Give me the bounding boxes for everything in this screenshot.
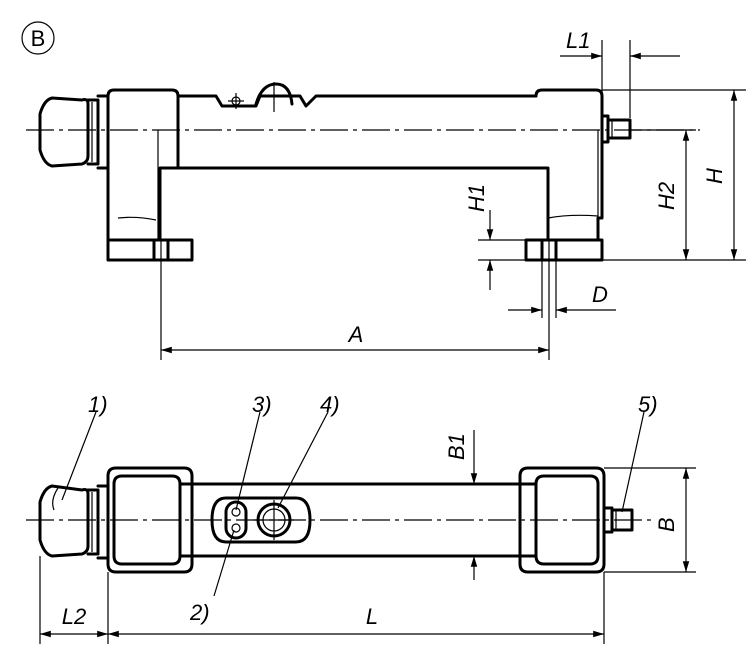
callout-1: 1) xyxy=(88,392,108,417)
rod-side xyxy=(176,82,538,170)
callout-2: 2) xyxy=(189,600,210,625)
dim-H: H xyxy=(702,168,727,184)
right-foot-section xyxy=(524,238,604,262)
dim-L2: L2 xyxy=(62,604,86,629)
callout-3: 3) xyxy=(252,392,272,417)
knob-plan xyxy=(38,484,110,560)
knob-side xyxy=(38,94,110,170)
dim-H1: H1 xyxy=(464,184,489,212)
callout-5: 5) xyxy=(638,392,658,417)
right-bracket-side xyxy=(534,88,604,242)
dim-A: A xyxy=(347,322,364,347)
left-bracket-side xyxy=(106,88,180,242)
left-foot-section xyxy=(106,238,194,262)
dim-L1: L1 xyxy=(566,28,590,53)
callouts: 1) 3) 4) 2) 5) xyxy=(61,392,658,625)
dim-L: L xyxy=(366,604,378,629)
dim-B: B xyxy=(654,517,679,532)
view-marker: B xyxy=(21,21,55,55)
dim-D: D xyxy=(592,282,608,307)
dim-B1: B1 xyxy=(444,433,469,460)
callout-4: 4) xyxy=(320,392,340,417)
side-dimensions: L1 H H2 H1 D A xyxy=(161,28,746,354)
plan-view xyxy=(26,466,652,574)
screw-side xyxy=(600,114,632,144)
plan-dimensions: B1 B L2 L xyxy=(39,430,696,644)
view-marker-label: B xyxy=(31,26,46,51)
dim-H2: H2 xyxy=(654,182,679,210)
right-bracket-plan xyxy=(518,466,606,574)
side-view xyxy=(26,82,700,360)
